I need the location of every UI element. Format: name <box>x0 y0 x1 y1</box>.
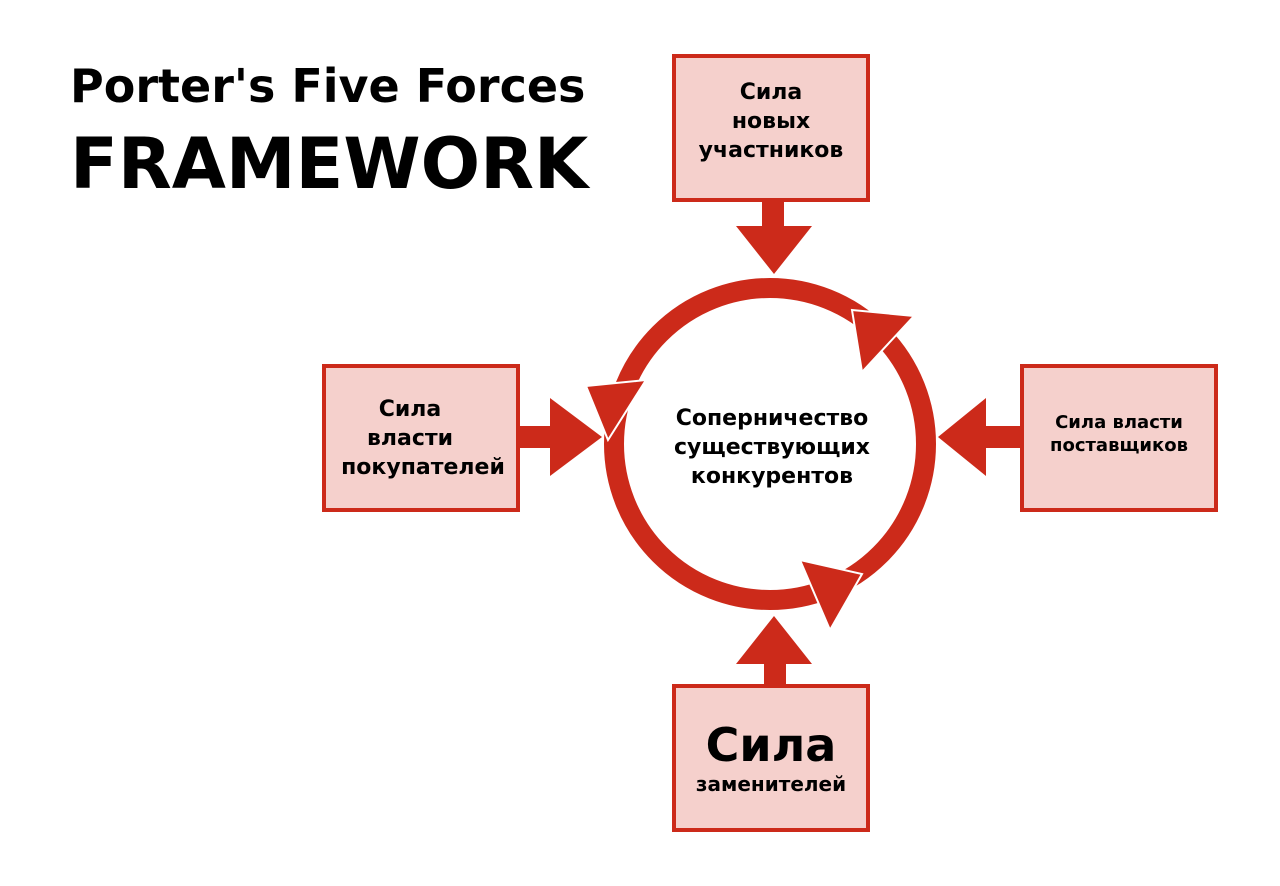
force-label-line: поставщиков <box>1050 435 1188 456</box>
force-label-line: Сила власти <box>1055 412 1183 433</box>
force-label-line: новых <box>731 108 811 134</box>
center-label-line: существующих <box>674 435 870 460</box>
ring-arrowhead-top-right <box>850 308 917 375</box>
title-line1: Porter's Five Forces <box>70 59 586 113</box>
ring-arrowhead-left <box>584 378 648 443</box>
ring-arrowhead-bottom <box>798 558 864 633</box>
force-label-line: Сила <box>378 396 442 422</box>
force-box-substitutes: Сила заменителей <box>672 684 870 832</box>
arrow-bottom <box>736 616 812 688</box>
force-box-new-entrants: Сила новых участников <box>672 54 870 202</box>
force-label-line: покупателей <box>341 454 505 480</box>
force-label-small: заменителей <box>695 772 847 796</box>
arrow-right <box>938 398 1024 476</box>
arrow-top <box>736 200 812 274</box>
center-rivalry-label: Соперничество существующих конкурентов <box>640 404 904 491</box>
title-line2: FRAMEWORK <box>70 123 589 205</box>
force-label-line: участников <box>698 137 844 163</box>
center-label-line: Соперничество <box>675 406 869 431</box>
force-label-big: Сила <box>705 718 837 772</box>
rivalry-ring <box>604 278 936 610</box>
center-label-line: конкурентов <box>690 464 854 489</box>
arrow-left <box>518 398 602 476</box>
force-box-suppliers: Сила власти поставщиков <box>1020 364 1218 512</box>
force-label-line: власти <box>366 425 454 451</box>
force-box-buyers: Сила власти покупателей <box>322 364 520 512</box>
force-label-line: Сила <box>739 79 803 105</box>
